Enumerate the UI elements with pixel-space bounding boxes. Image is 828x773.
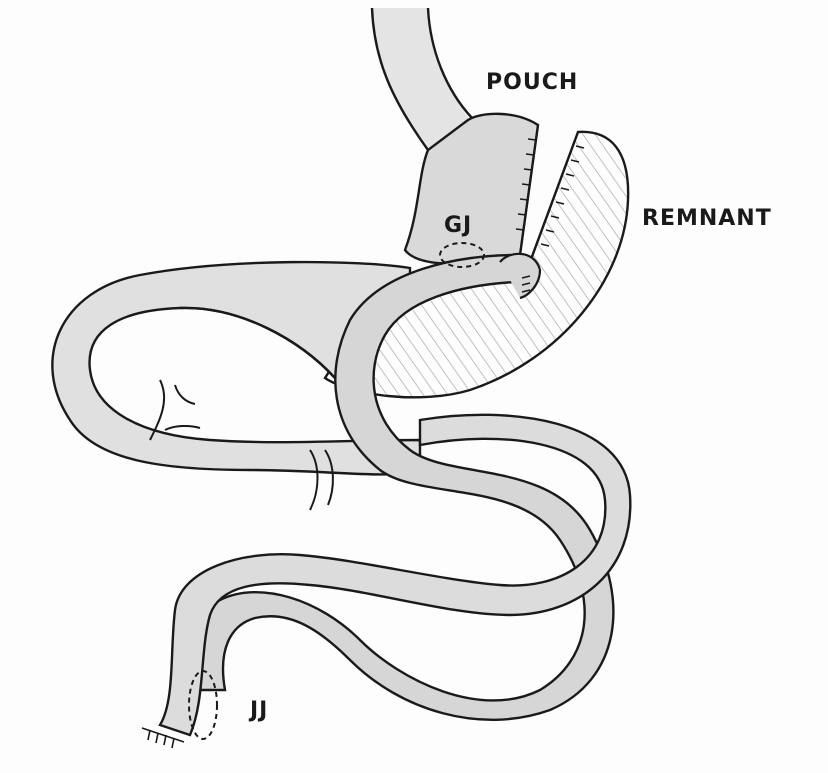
pouch-label: POUCH <box>486 70 578 95</box>
jj-label: JJ <box>250 698 268 723</box>
remnant-label: REMNANT <box>642 206 772 231</box>
gj-label: GJ <box>444 213 472 238</box>
